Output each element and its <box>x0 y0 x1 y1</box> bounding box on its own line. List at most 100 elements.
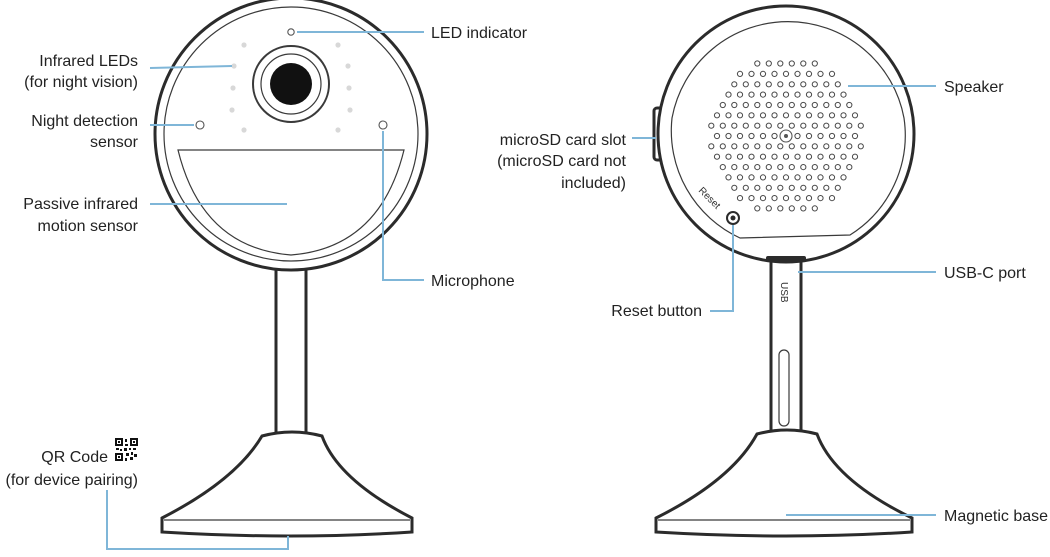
speaker-hole <box>800 122 807 129</box>
speaker-hole <box>828 91 836 98</box>
speaker-hole <box>754 164 761 171</box>
speaker-hole <box>857 143 864 150</box>
speaker-hole <box>777 81 784 88</box>
speaker-hole <box>788 81 795 88</box>
infrared-leds-label: Infrared LEDs <box>39 53 138 70</box>
speaker-hole <box>719 143 726 150</box>
speaker-hole <box>765 101 772 109</box>
speaker-hole <box>731 184 738 191</box>
speaker-hole <box>754 101 761 109</box>
speaker-hole <box>754 143 761 150</box>
speaker-hole <box>811 60 818 67</box>
speaker-hole <box>823 81 830 88</box>
speaker-hole <box>754 184 761 191</box>
led-indicator-dot <box>287 28 295 36</box>
speaker-hole <box>788 60 795 67</box>
speaker-hole <box>759 153 767 160</box>
speaker-hole <box>782 91 790 98</box>
speaker-hole <box>782 112 790 119</box>
speaker-hole <box>834 143 841 150</box>
speaker-hole <box>725 132 732 140</box>
speaker-hole <box>748 132 755 140</box>
speaker-hole <box>828 153 836 160</box>
speaker-hole <box>742 122 749 129</box>
speaker-hole <box>811 122 818 129</box>
speaker-hole <box>834 184 841 191</box>
speaker-hole <box>846 122 853 129</box>
front-leader-lines <box>106 31 424 550</box>
qr-code-label: QR Code <box>41 449 108 466</box>
speaker-hole <box>748 174 755 181</box>
speaker-hole <box>805 91 813 98</box>
microphone-label: Microphone <box>431 273 515 290</box>
speaker-hole <box>800 205 807 212</box>
speaker-hole <box>765 164 772 171</box>
qr-code-icon <box>115 438 138 461</box>
pir-sublabel: motion sensor <box>38 218 139 235</box>
speaker-hole <box>782 153 790 160</box>
microsd-sublabel-2: included) <box>561 175 626 192</box>
speaker-hole <box>794 195 801 202</box>
speaker-hole <box>731 101 738 109</box>
speaker-hole <box>725 91 732 98</box>
reset-button-label: Reset button <box>611 303 702 320</box>
ir-led <box>345 63 351 69</box>
speaker-hole <box>731 143 738 150</box>
front-head-inner-ring <box>163 6 419 262</box>
speaker-hole <box>840 174 847 181</box>
speaker-hole <box>736 153 744 160</box>
speaker-hole <box>725 174 732 181</box>
speaker-hole <box>748 112 755 119</box>
speaker-hole <box>759 91 767 98</box>
ir-led <box>346 85 352 91</box>
speaker-hole <box>788 164 795 171</box>
speaker-hole <box>725 112 732 119</box>
night-detection-label: Night detection <box>31 113 138 130</box>
speaker-hole <box>800 164 807 171</box>
speaker-hole <box>788 122 795 129</box>
speaker-hole <box>708 143 715 150</box>
speaker-hole <box>777 101 784 109</box>
front-camera-head <box>153 0 429 272</box>
speaker-hole <box>805 153 813 160</box>
ir-led <box>230 85 236 91</box>
led-indicator-label: LED indicator <box>431 25 528 42</box>
speaker-hole <box>713 112 721 119</box>
speaker-hole <box>823 164 830 171</box>
speaker-hole <box>759 132 767 140</box>
usb-print: USB <box>778 282 789 303</box>
speaker-hole <box>794 91 801 98</box>
microphone-leader <box>382 131 424 281</box>
speaker-hole <box>788 143 795 150</box>
speaker-hole <box>765 184 772 191</box>
speaker-hole <box>811 101 818 109</box>
back-stand-stem <box>769 258 803 440</box>
speaker-hole <box>771 174 778 181</box>
microsd-sublabel-1: (microSD card not <box>497 153 626 170</box>
speaker-hole <box>828 112 836 119</box>
speaker-hole <box>759 112 767 119</box>
speaker-hole <box>777 164 784 171</box>
speaker-hole <box>759 174 767 181</box>
speaker-label: Speaker <box>944 79 1004 96</box>
speaker-hole <box>742 164 749 171</box>
speaker-hole <box>817 70 824 78</box>
speaker-hole <box>800 60 807 67</box>
speaker-hole <box>800 101 807 109</box>
ir-led <box>335 127 341 133</box>
speaker-hole <box>851 153 859 160</box>
lens-outer-ring <box>252 45 330 123</box>
speaker-hole <box>742 81 749 88</box>
reset-button-center <box>730 215 736 221</box>
speaker-hole <box>736 91 744 98</box>
speaker-hole <box>771 91 778 98</box>
speaker-hole <box>811 143 818 150</box>
night-detection-sublabel: sensor <box>90 134 139 151</box>
ir-led <box>347 107 353 113</box>
speaker-hole <box>765 205 772 212</box>
speaker-hole <box>834 81 841 88</box>
speaker-hole <box>719 122 726 129</box>
speaker-hole <box>748 70 755 78</box>
speaker-hole <box>736 174 744 181</box>
speaker-hole <box>736 112 744 119</box>
